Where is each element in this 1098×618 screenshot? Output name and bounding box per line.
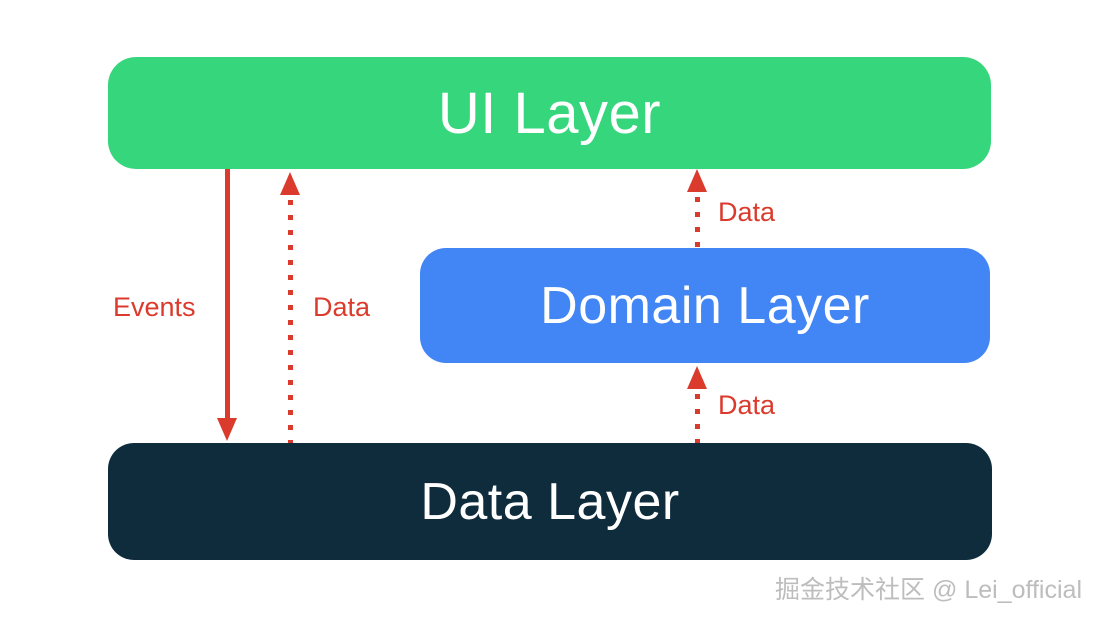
- data-layer-box: Data Layer: [108, 443, 992, 560]
- domain-layer-label: Domain Layer: [540, 276, 870, 335]
- events-arrow-label: Events: [113, 292, 196, 322]
- arrowhead-up-icon: [687, 169, 707, 192]
- watermark-text: 掘金技术社区 @ Lei_official: [775, 576, 1082, 604]
- arrowhead-up-icon: [280, 172, 300, 195]
- events-arrow-line: [225, 169, 230, 421]
- domain-layer-box: Domain Layer: [420, 248, 990, 363]
- arrowhead-up-icon: [687, 366, 707, 389]
- data-arrow-line: [695, 197, 700, 248]
- data-arrow-label: Data: [313, 292, 371, 322]
- data-arrow-label: Data: [718, 197, 776, 227]
- ui-layer-label: UI Layer: [437, 80, 662, 146]
- data-arrow-line: [288, 200, 293, 443]
- data-arrow-label: Data: [718, 390, 776, 420]
- ui-layer-box: UI Layer: [108, 57, 991, 169]
- data-arrow-line: [695, 394, 700, 443]
- arrowhead-down-icon: [217, 418, 237, 441]
- data-layer-label: Data Layer: [420, 472, 680, 531]
